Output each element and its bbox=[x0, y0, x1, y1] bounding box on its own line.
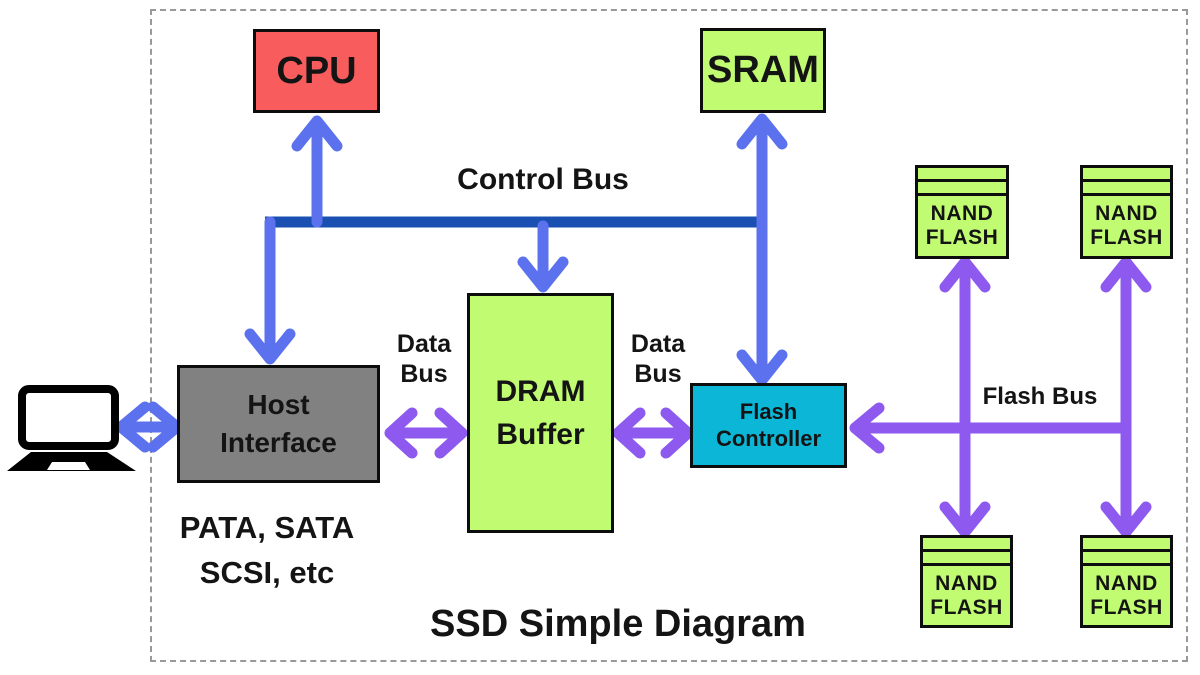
diagram-title: SSD Simple Diagram bbox=[430, 603, 806, 645]
nand-flash-node-bottom-right: NAND FLASH bbox=[1080, 535, 1173, 628]
nand-flash-node-top-left: NAND FLASH bbox=[915, 165, 1009, 259]
nand-stripe bbox=[1083, 538, 1170, 552]
ssd-boundary-frame bbox=[150, 9, 1188, 662]
flash-bus-left-branch-arrow bbox=[939, 256, 991, 538]
bus-to-cpu-arrow bbox=[291, 115, 343, 228]
nand-stripe bbox=[1083, 168, 1170, 182]
bus-to-dram-arrow bbox=[517, 220, 569, 293]
host-dram-data-arrow bbox=[384, 407, 468, 459]
nand-flash-label-line2: FLASH bbox=[1090, 595, 1163, 619]
data-bus-left-line2: Bus bbox=[400, 360, 448, 388]
nand-flash-label-line2: FLASH bbox=[925, 226, 999, 249]
host-interface-label-line2: Interface bbox=[220, 427, 337, 458]
dram-buffer-node: DRAM Buffer bbox=[467, 293, 614, 533]
nand-stripe bbox=[1083, 182, 1170, 196]
laptop-host-arrow bbox=[115, 401, 183, 453]
laptop-icon bbox=[7, 385, 136, 471]
flash-bus-right-branch-arrow bbox=[1100, 256, 1152, 538]
flash-controller-label-line1: Flash bbox=[739, 399, 798, 425]
nand-stripe bbox=[923, 552, 1010, 566]
sram-flash-controller-arrow bbox=[736, 113, 788, 386]
nand-flash-label-line1: NAND bbox=[930, 202, 994, 226]
data-bus-right-line2: Bus bbox=[634, 360, 682, 388]
host-protocols-line2: SCSI, etc bbox=[199, 554, 335, 590]
host-protocols-line1: PATA, SATA bbox=[179, 510, 355, 545]
nand-flash-label-line2: FLASH bbox=[1090, 226, 1163, 249]
data-bus-label-left: Data Bus bbox=[383, 329, 465, 389]
sram-node: SRAM bbox=[700, 28, 826, 113]
data-bus-right-line1: Data bbox=[630, 330, 686, 358]
flash-controller-node: Flash Controller bbox=[690, 383, 847, 468]
data-bus-left-line1: Data bbox=[396, 330, 452, 358]
flash-bus-horizontal-arrow bbox=[849, 402, 1132, 454]
nand-flash-label-line1: NAND bbox=[935, 571, 998, 595]
nand-stripe bbox=[923, 538, 1010, 552]
control-bus-label: Control Bus bbox=[457, 163, 629, 196]
nand-flash-node-bottom-left: NAND FLASH bbox=[920, 535, 1013, 628]
sram-label: SRAM bbox=[707, 49, 819, 92]
dram-buffer-label-line1: DRAM bbox=[495, 374, 586, 408]
host-interface-node: Host Interface bbox=[177, 365, 380, 483]
flash-controller-label-line2: Controller bbox=[715, 425, 822, 451]
bus-to-host-interface-arrow bbox=[244, 216, 296, 365]
dram-flash-controller-data-arrow bbox=[612, 407, 694, 459]
nand-flash-label-line1: NAND bbox=[1095, 202, 1158, 226]
cpu-node: CPU bbox=[253, 29, 380, 113]
nand-stripe bbox=[918, 182, 1006, 196]
nand-flash-node-top-right: NAND FLASH bbox=[1080, 165, 1173, 259]
nand-stripe bbox=[918, 168, 1006, 182]
data-bus-label-right: Data Bus bbox=[617, 329, 699, 389]
host-interface-label-line1: Host bbox=[247, 389, 310, 421]
nand-flash-label-line1: NAND bbox=[1095, 571, 1158, 595]
cpu-label: CPU bbox=[276, 49, 357, 92]
host-protocols-label: PATA, SATA SCSI, etc bbox=[152, 506, 382, 596]
flash-bus-label: Flash Bus bbox=[982, 383, 1098, 410]
nand-flash-label-line2: FLASH bbox=[930, 595, 1003, 619]
nand-stripe bbox=[1083, 552, 1170, 566]
dram-buffer-label-line2: Buffer bbox=[496, 418, 585, 451]
